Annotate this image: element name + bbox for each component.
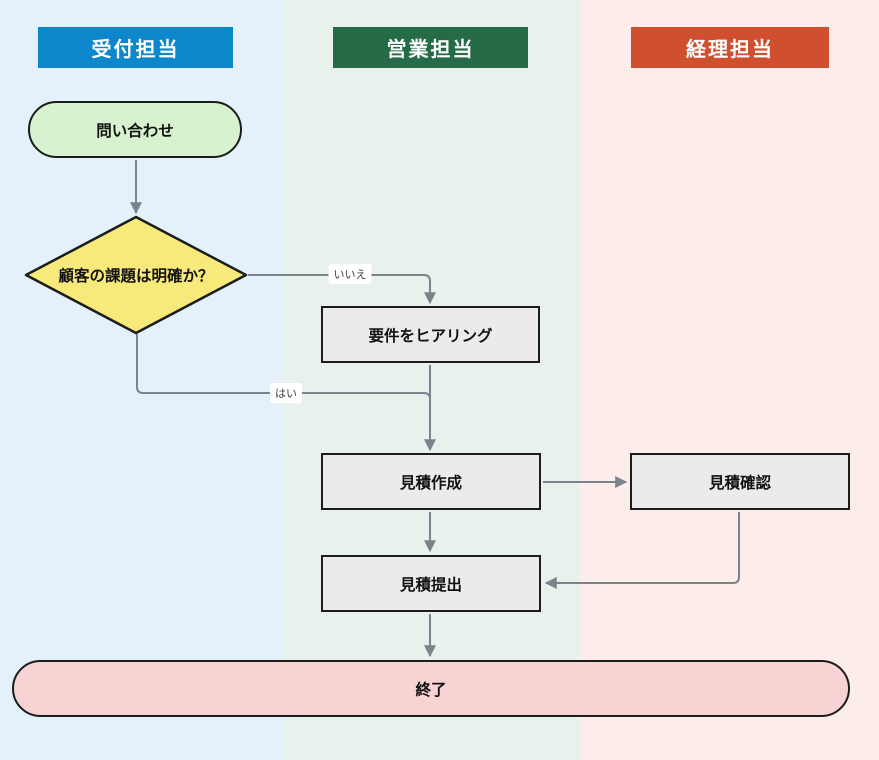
lane-header-accounting: 経理担当 <box>631 27 829 68</box>
node-estimate-submit-label: 見積提出 <box>399 576 462 594</box>
edge-decision-hearing <box>248 274 436 305</box>
node-estimate-submit: 見積提出 <box>321 555 541 612</box>
lane-accounting <box>580 0 879 760</box>
node-start: 問い合わせ <box>28 101 242 158</box>
node-hearing: 要件をヒアリング <box>321 306 540 363</box>
lane-header-reception: 受付担当 <box>38 27 233 68</box>
node-hearing-label: 要件をヒアリング <box>368 327 493 345</box>
node-decision: 顧客の課題は明確か？ <box>36 255 236 295</box>
edge-label-yes: はい <box>270 383 302 403</box>
node-decision-label: 顧客の課題は明確か？ <box>58 268 214 285</box>
node-start-label: 問い合わせ <box>96 122 174 140</box>
lane-header-sales: 営業担当 <box>333 27 528 68</box>
lane-sales <box>283 0 580 760</box>
edge-label-no: いいえ <box>328 264 372 284</box>
node-estimate-confirm-label: 見積確認 <box>708 474 771 492</box>
lane-header-reception-label: 受付担当 <box>91 39 180 61</box>
decision-diamond-shape <box>24 215 248 335</box>
edge-confirm-submit <box>544 512 740 589</box>
node-end-label: 終了 <box>415 681 447 699</box>
lane-header-accounting-label: 経理担当 <box>686 39 774 61</box>
lane-header-sales-label: 営業担当 <box>386 39 475 61</box>
node-estimate-create: 見積作成 <box>321 453 541 510</box>
node-estimate-create-label: 見積作成 <box>399 474 462 492</box>
node-estimate-confirm: 見積確認 <box>630 453 850 510</box>
node-end: 終了 <box>12 660 850 717</box>
